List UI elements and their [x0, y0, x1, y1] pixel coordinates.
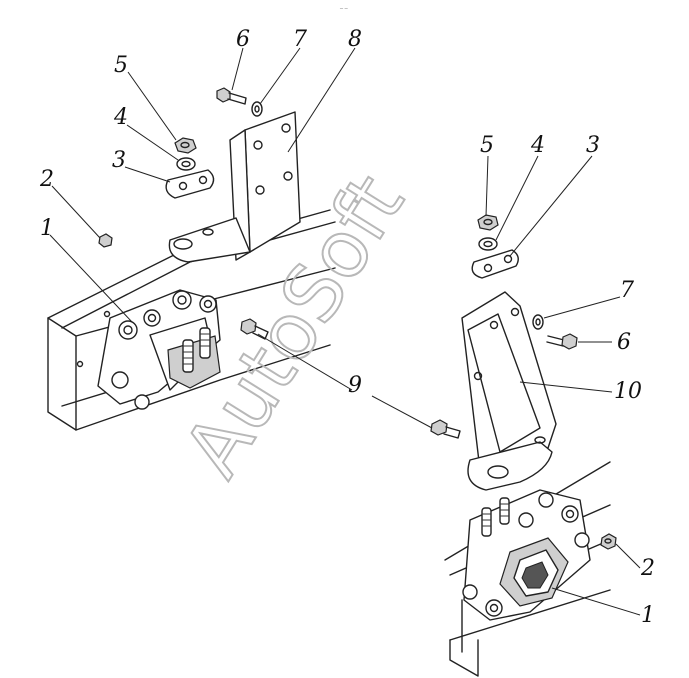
- callout-9: 9: [348, 373, 362, 398]
- callout-4-right: 4: [530, 133, 545, 158]
- right-spring-bracket-1: [462, 489, 591, 621]
- right-bracket-10: [461, 291, 557, 491]
- callout-6-left: 6: [236, 27, 250, 52]
- right-nut-5: [477, 214, 499, 231]
- callout-10: 10: [614, 379, 642, 404]
- right-bolt-6: [546, 333, 578, 350]
- left-clamp-plate-3: [165, 169, 215, 199]
- callout-1-right: 1: [641, 603, 655, 628]
- callout-7-right: 7: [620, 278, 634, 303]
- left-bracket-8: [168, 111, 301, 263]
- top-mark: ─ ─: [339, 6, 349, 12]
- right-washer-7: [532, 314, 544, 330]
- right-nut-2: [600, 533, 617, 550]
- callout-2-left: 2: [39, 167, 54, 192]
- callout-8: 8: [348, 27, 362, 52]
- callout-3-right: 3: [586, 133, 600, 158]
- left-washer-4: [176, 157, 196, 171]
- callout-1-left: 1: [40, 216, 54, 241]
- callout-4-left: 4: [113, 105, 128, 130]
- right-clamp-plate-3: [471, 249, 519, 279]
- left-washer-7: [251, 101, 263, 117]
- right-bolt-9: [430, 419, 461, 439]
- callout-5-left: 5: [114, 53, 128, 78]
- callout-3-left: 3: [112, 148, 126, 173]
- left-bolt-6: [216, 87, 247, 105]
- callout-7-left: 7: [293, 27, 307, 52]
- left-nut-5: [174, 137, 197, 154]
- left-nut-2: [98, 233, 113, 248]
- right-washer-4: [478, 237, 498, 251]
- callout-6-right: 6: [617, 330, 631, 355]
- callout-5-right: 5: [480, 133, 494, 158]
- leader-lines: [49, 47, 641, 616]
- callout-labels: 1 2 3 4 5 6 7 8 5 4 3 7 6 9 10 2 1: [39, 27, 655, 628]
- callout-2-right: 2: [640, 556, 655, 581]
- left-bolt-9a: [240, 318, 269, 340]
